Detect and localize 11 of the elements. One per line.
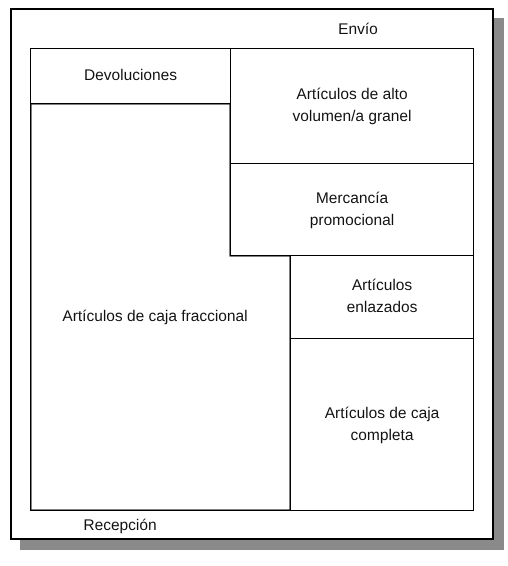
zone-label: Artículos de alto volumen/a granel <box>292 85 412 127</box>
dock-label: Recepción <box>82 516 158 536</box>
dock-label: Envío <box>337 20 379 40</box>
zone-box <box>30 48 231 104</box>
zone-box <box>290 338 474 511</box>
zone-label: Artículos enlazados <box>346 276 418 318</box>
zone-label: Artículos de caja completa <box>324 404 440 446</box>
zone-label: Devoluciones <box>84 66 178 86</box>
zone-box <box>230 48 474 164</box>
zone-label: Mercancía promocional <box>308 188 396 230</box>
zone-label: Artículos de caja fraccional <box>61 307 249 327</box>
